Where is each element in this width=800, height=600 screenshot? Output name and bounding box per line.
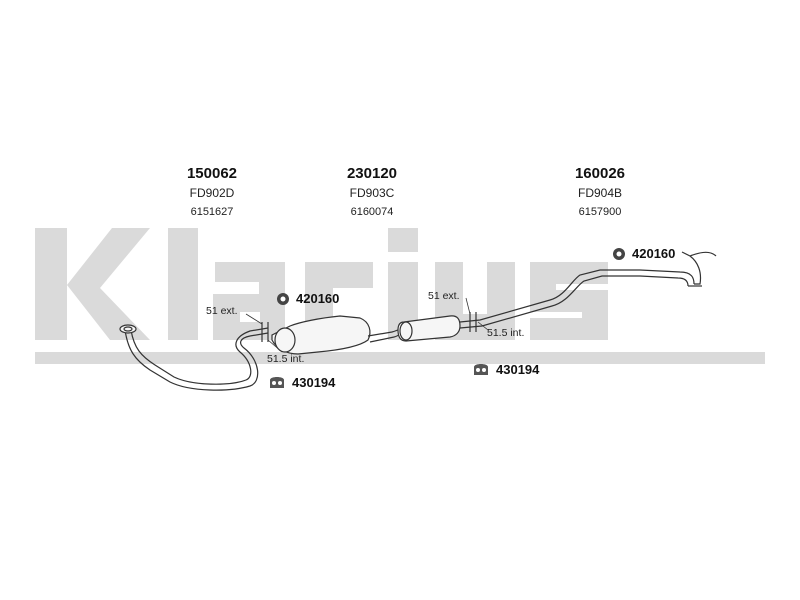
part-code-3: 160026 <box>574 165 626 182</box>
hanger-left-code: 430194 <box>292 374 336 390</box>
part-code-1: 150062 <box>186 165 238 182</box>
hanger-left: 430194 <box>268 374 335 390</box>
hanger-icon <box>270 377 284 388</box>
hanger-right: 430194 <box>472 361 539 377</box>
part-oe-2: 6160074 <box>350 206 394 218</box>
front-pipe <box>124 329 269 391</box>
note-ext-left: 51 ext. <box>206 305 238 317</box>
mount-left: 420160 <box>276 291 339 306</box>
rubber-mount-icon <box>613 247 625 260</box>
rubber-mount-icon <box>277 292 289 305</box>
mount-right-code: 420160 <box>632 246 676 261</box>
part-code-2: 230120 <box>346 165 398 182</box>
part-ref-1: FD902D <box>189 186 235 200</box>
part-oe-3: 6157900 <box>578 206 622 218</box>
mount-right: 420160 <box>612 246 675 261</box>
hanger-right-code: 430194 <box>496 361 540 377</box>
note-ext-right: 51 ext. <box>428 290 460 302</box>
part-ref-3: FD904B <box>577 186 623 200</box>
part-ref-2: FD903C <box>349 186 395 200</box>
hanger-icon <box>474 364 488 375</box>
rear-silencer <box>397 315 461 342</box>
note-int-left: 51.5 int. <box>267 353 305 365</box>
mount-left-code: 420160 <box>296 291 340 306</box>
tail-pipe <box>459 269 695 323</box>
part-oe-1: 6151627 <box>190 206 234 218</box>
note-int-right: 51.5 int. <box>487 327 525 339</box>
